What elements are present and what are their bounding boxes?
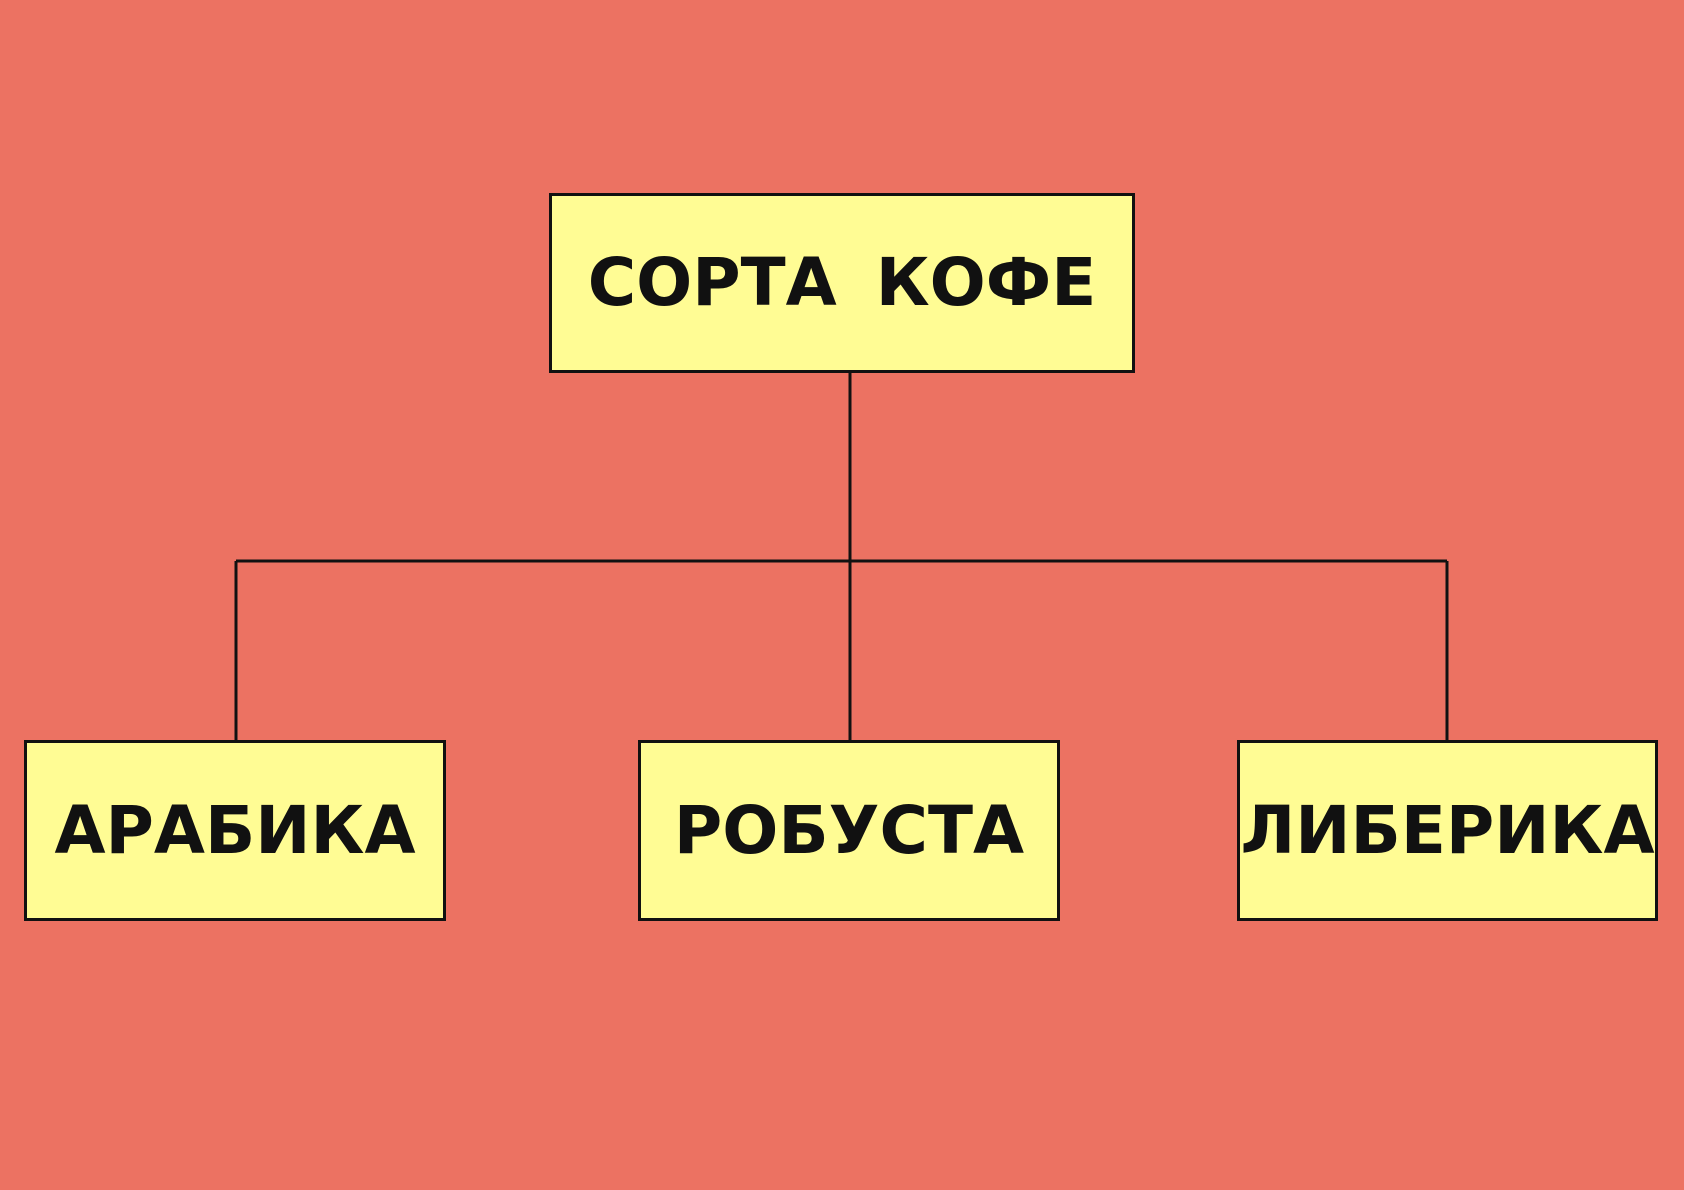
child-node-liberica: ЛИБЕРИКА (1237, 740, 1658, 921)
child-node-label: АРАБИКА (54, 791, 416, 869)
root-node-label: СОРТА КОФЕ (587, 244, 1097, 321)
child-node-robusta: РОБУСТА (638, 740, 1060, 921)
child-node-arabica: АРАБИКА (24, 740, 446, 921)
child-node-label: РОБУСТА (673, 791, 1025, 869)
child-node-label: ЛИБЕРИКА (1240, 791, 1655, 869)
root-node-coffee-varieties: СОРТА КОФЕ (549, 193, 1135, 373)
